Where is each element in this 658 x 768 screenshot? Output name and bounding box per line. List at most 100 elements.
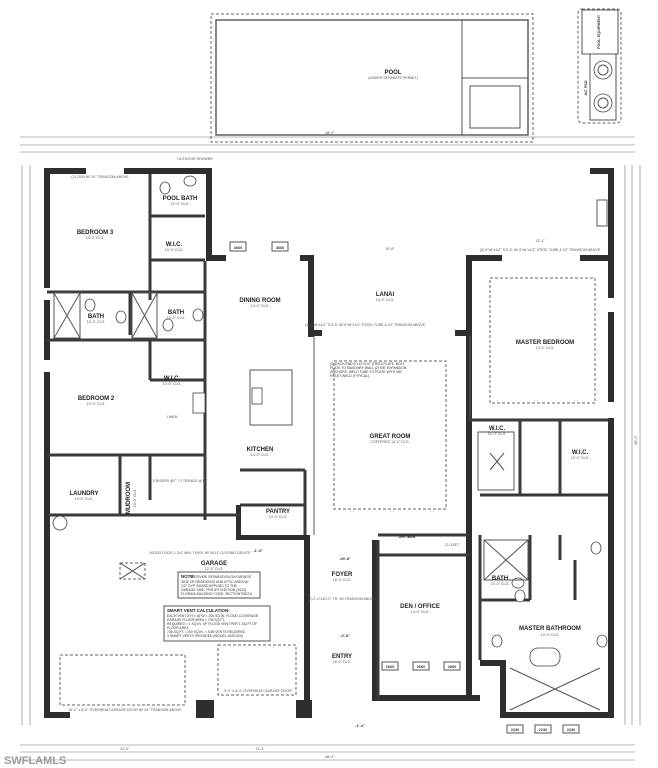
room-dining: DINING ROOM <box>239 298 280 304</box>
svg-text:10'-0" CLG.: 10'-0" CLG. <box>163 382 182 386</box>
vent-grille <box>596 199 608 227</box>
svg-text:14'-0" CLG.: 14'-0" CLG. <box>251 453 270 457</box>
svg-text:10'-0" CLG.: 10'-0" CLG. <box>167 316 186 320</box>
garage-door-zone-small <box>217 644 297 696</box>
exterior-walls <box>44 168 614 718</box>
entry-transom-note: (2) 2'-0"x10'-0" TR. W/ TRANSOM ABOVE <box>308 597 376 601</box>
dry-bar-label: DRY BAR <box>398 535 415 539</box>
master-beam-note: (3) 6"x6"x1/2" S.S.S. W/ 6"x6"x1/2" STEE… <box>480 248 601 252</box>
shower-icon <box>131 292 158 339</box>
pool: POOL (UNDER SEPARATE PERMIT) <box>210 13 534 143</box>
dim-lanai: 19'-8" <box>385 247 395 251</box>
sink-icon <box>596 634 608 648</box>
garage-door-large: 16'-0" x 8'-0" OVERHEAD GARAGE DOOR W/ 2… <box>68 708 182 712</box>
dim-overall: 68'-4" <box>325 755 335 759</box>
room-laundry: LAUNDRY <box>69 491 98 497</box>
svg-text:13'-0" CLG.: 13'-0" CLG. <box>536 346 555 350</box>
svg-text:2230: 2230 <box>567 728 575 732</box>
svg-text:14'-0" CLG.: 14'-0" CLG. <box>411 610 430 614</box>
sink-icon <box>192 308 204 322</box>
water-heater-icon <box>52 515 68 531</box>
outdoor-shower-label: OUTDOOR SHOWER <box>177 157 213 161</box>
fixtures <box>52 175 608 711</box>
svg-text:4660: 4660 <box>276 246 284 250</box>
room-wic-3: W.I.C. <box>489 426 506 432</box>
shower-icon <box>53 292 81 339</box>
toilet-icon <box>590 541 602 555</box>
misc-labels: OUTDOOR SHOWER (2) 2030 W/ 20" TRANSOM A… <box>68 157 600 728</box>
shower-icon <box>483 539 529 581</box>
svg-text:2660: 2660 <box>417 665 425 669</box>
linen-label: LINEN <box>167 415 178 419</box>
svg-text:FLORIDA BUILDING CODE, SECTION: FLORIDA BUILDING CODE, SECTION R302.6 <box>181 592 252 596</box>
room-bedroom-2: BEDROOM 2 <box>78 396 115 402</box>
svg-text:2230: 2230 <box>511 728 519 732</box>
svg-text:16'-0" CLG.: 16'-0" CLG. <box>333 660 352 664</box>
lanai-beam-note: (4) 6"x6"x1/2" S.S.S. W/ 6"x6"x1/2" STEE… <box>305 323 426 327</box>
great-room-coffer <box>333 360 447 510</box>
bathtub-icon <box>529 647 561 667</box>
dim-master: 13'-4" <box>535 239 545 243</box>
room-bath-3: BATH <box>492 576 508 582</box>
svg-text:14'-0" CLG.: 14'-0" CLG. <box>376 298 395 302</box>
svg-text:REQUIRED = 1 SQ.IN. OF FLOOD V: REQUIRED = 1 SQ.IN. OF FLOOD VENT PER 1 … <box>167 622 257 626</box>
garage-note: NOTE: PROVIDE SEPARATION ON GARAGE SIDE … <box>177 571 261 599</box>
svg-text:1/2" GYP. BOARD APPLIED TO THE: 1/2" GYP. BOARD APPLIED TO THE <box>181 584 238 588</box>
master-bedroom-tray <box>489 277 596 404</box>
svg-text:PROVIDE SEPARATION ON GARAGE: PROVIDE SEPARATION ON GARAGE <box>192 575 252 579</box>
sink-icon <box>115 310 127 324</box>
room-kitchen: KITCHEN <box>247 447 274 453</box>
svg-text:10'-0" CLG.: 10'-0" CLG. <box>87 402 106 406</box>
dimension-lines: 68'-4" 68'-4" 22'-0" 11'-4" 19'-8" 13'-4… <box>20 131 641 761</box>
pool-sub: (UNDER SEPARATE PERMIT) <box>368 76 417 80</box>
pool-equipment-label: POOL EQUIPMENT <box>597 14 601 49</box>
svg-text:10'-0" CLG.: 10'-0" CLG. <box>87 320 106 324</box>
transom-label: (2) 2030 W/ 20" TRANSOM ABOVE <box>71 175 129 179</box>
room-bath-1: BATH <box>88 314 104 320</box>
svg-text:10'-0" CLG.: 10'-0" CLG. <box>75 497 94 501</box>
room-bedroom-3: BEDROOM 3 <box>77 230 114 236</box>
room-master-bathroom: MASTER BATHROOM <box>519 626 581 632</box>
room-wic-1: W.I.C. <box>166 242 183 248</box>
svg-text:NOTE:: NOTE: <box>181 574 195 579</box>
pool-equipment: POOL EQUIPMENT A/C PAD <box>577 8 622 124</box>
svg-text:10'-0" CLG.: 10'-0" CLG. <box>165 248 184 252</box>
sink-icon <box>251 387 263 405</box>
closet-label: CLOSET <box>445 543 460 547</box>
room-pool-bath: POOL BATH <box>163 196 198 202</box>
svg-text:10'-0" CLG.: 10'-0" CLG. <box>171 202 190 206</box>
svg-text:GARAGE FLOOR AREA = 736 SQ.FT.: GARAGE FLOOR AREA = 736 SQ.FT. <box>167 618 225 622</box>
svg-text:12'-0" CLG.: 12'-0" CLG. <box>205 567 224 571</box>
sink-icon <box>514 589 526 603</box>
window-tags: 2660 2660 2660 2230 2230 2230 4660 4660 <box>229 241 580 734</box>
svg-text:2230: 2230 <box>539 728 547 732</box>
wood-door-note: WOOD DOOR 1-3/4" MIN. THICK W/ SELF CLOS… <box>149 551 251 555</box>
toilet-icon <box>159 181 171 195</box>
attic-access <box>119 562 146 580</box>
svg-text:2660: 2660 <box>386 665 394 669</box>
garage-door-zone-large <box>59 654 186 706</box>
svg-text:SIDE OF RESIDENCE AND ATTIC AR: SIDE OF RESIDENCE AND ATTIC AREA W/ <box>181 580 248 584</box>
room-master-bedroom: MASTER BEDROOM <box>516 340 574 346</box>
svg-text:4 SMART VENTS PROVIDED (MODEL: 4 SMART VENTS PROVIDED (MODEL 1540-520) <box>167 634 243 638</box>
svg-text:GARAGE SIDE. PER 8TH EDITION (: GARAGE SIDE. PER 8TH EDITION (2023) <box>181 588 246 592</box>
svg-text:10'-0" CLG.: 10'-0" CLG. <box>571 456 590 460</box>
svg-text:FLOOR AREA: FLOOR AREA <box>167 626 189 630</box>
svg-text:SMART VENT CALCULATION:: SMART VENT CALCULATION: <box>167 608 230 613</box>
room-bath-2: BATH <box>168 310 184 316</box>
watermark: SWFLAMLS <box>4 755 66 767</box>
room-great-room: GREAT ROOM <box>370 434 411 440</box>
steel-plate-note: (2) EACH END 6"x12"x1/2" STEEL PLATE. BO… <box>330 362 407 378</box>
kitchen-island <box>249 369 293 426</box>
smart-vent-calculation: SMART VENT CALCULATION: EACH VENT 8"H x … <box>163 605 271 642</box>
svg-text:736 SQ.FT. / 200 SQ.IN. = 3.68: 736 SQ.FT. / 200 SQ.IN. = 3.68 VENTS REQ… <box>167 630 246 634</box>
garage-door-small: 9'-0" x 8'-0" OVERHEAD GARAGE DOOR <box>224 689 292 693</box>
room-lanai: LANAI <box>376 292 395 298</box>
room-garage: GARAGE <box>201 561 227 567</box>
svg-text:COFFERED 14'-0" CLG.: COFFERED 14'-0" CLG. <box>370 440 409 444</box>
svg-text:2660: 2660 <box>448 665 456 669</box>
svg-text:10'-0" CLG.: 10'-0" CLG. <box>488 432 507 436</box>
range-icon <box>192 392 206 414</box>
elevation-entry: -0'-8" <box>340 634 350 638</box>
